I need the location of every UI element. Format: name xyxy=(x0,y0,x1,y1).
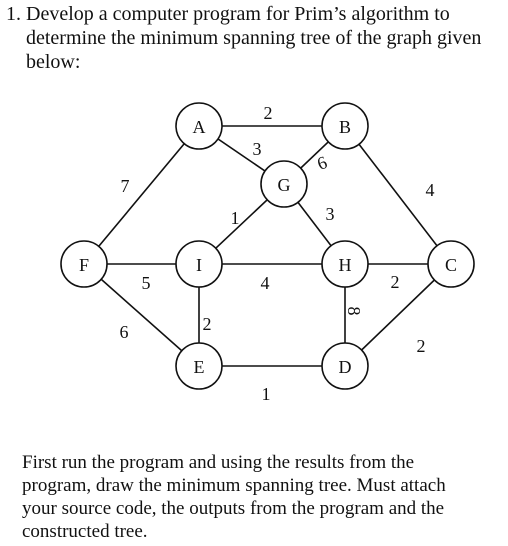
node-label-f: F xyxy=(79,255,89,275)
graph-nodes: A B G F I H C E D xyxy=(60,102,475,390)
edge-weight-f-i: 5 xyxy=(142,273,151,293)
edge-weight-e-d: 1 xyxy=(262,384,271,404)
edge-a-f xyxy=(83,125,200,265)
node-d: D xyxy=(321,342,369,390)
edge-weight-d-c: 2 xyxy=(417,336,426,356)
node-circle-h xyxy=(321,240,369,288)
instructions-line-3: your source code, the outputs from the p… xyxy=(22,498,445,519)
edge-weight-g-i: 1 xyxy=(231,208,240,228)
edge-weight-h-d: 8 xyxy=(344,307,364,316)
node-circle-f xyxy=(60,240,108,288)
edge-weight-i-h: 4 xyxy=(261,273,270,293)
edge-weight-a-g: 3 xyxy=(253,139,262,159)
question-number: 1. xyxy=(6,3,21,25)
node-label-d: D xyxy=(339,357,352,377)
question-line-3: below: xyxy=(26,51,81,73)
node-circle-i xyxy=(175,240,223,288)
node-label-e: E xyxy=(194,357,205,377)
node-g: G xyxy=(260,160,308,208)
edge-weight-a-f: 7 xyxy=(121,176,130,196)
edge-weight-g-h: 3 xyxy=(326,204,335,224)
edge-weight-h-c: 2 xyxy=(391,272,400,292)
node-h: H xyxy=(321,240,369,288)
question-line-1: 1. Develop a computer program for Prim’s… xyxy=(6,3,450,25)
edge-weight-f-e: 6 xyxy=(120,322,129,342)
node-e: E xyxy=(175,342,223,390)
graph-edges xyxy=(83,125,452,367)
question-line-2: determine the minimum spanning tree of t… xyxy=(26,27,482,49)
edge-d-c xyxy=(344,263,452,367)
edge-weight-i-e: 2 xyxy=(203,314,212,334)
node-circle-a xyxy=(175,102,223,150)
node-label-c: C xyxy=(445,255,457,275)
instructions-line-4: constructed tree. xyxy=(22,521,148,542)
edge-weight-b-c: 4 xyxy=(426,180,435,200)
node-circle-g xyxy=(260,160,308,208)
edge-f-e xyxy=(83,263,200,367)
node-label-g: G xyxy=(278,175,291,195)
question-text: 1. Develop a computer program for Prim’s… xyxy=(6,2,506,74)
edge-weight-a-b: 2 xyxy=(264,103,273,123)
instructions-line-2: program, draw the minimum spanning tree.… xyxy=(22,475,446,496)
instructions-text: First run the program and using the resu… xyxy=(22,451,506,543)
node-label-i: I xyxy=(196,255,202,275)
node-circle-d xyxy=(321,342,369,390)
node-label-h: H xyxy=(339,255,352,275)
node-b: B xyxy=(321,102,369,150)
instructions-line-1: First run the program and using the resu… xyxy=(22,452,415,473)
node-f: F xyxy=(60,240,108,288)
edge-b-c xyxy=(344,125,452,265)
node-label-b: B xyxy=(339,117,351,137)
node-label-a: A xyxy=(193,117,206,137)
node-circle-e xyxy=(175,342,223,390)
node-circle-c xyxy=(427,240,475,288)
node-circle-b xyxy=(321,102,369,150)
node-i: I xyxy=(175,240,223,288)
edge-weight-b-g: 6 xyxy=(314,152,329,174)
node-c: C xyxy=(427,240,475,288)
node-a: A xyxy=(175,102,223,150)
